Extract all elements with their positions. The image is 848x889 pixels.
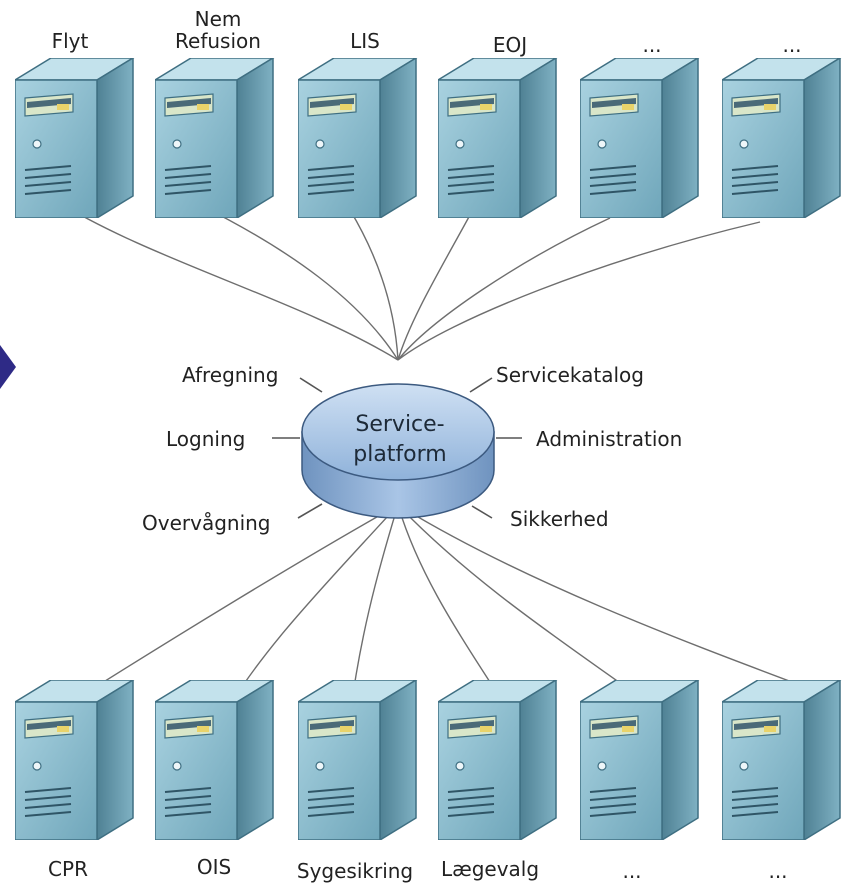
function-label-logning: Logning [166, 427, 246, 451]
top-server-row [15, 58, 841, 218]
server-icon [722, 58, 841, 218]
service-platform-hub [301, 383, 495, 519]
server-icon [580, 680, 699, 840]
server-icon [155, 58, 274, 218]
server-icon [15, 58, 134, 218]
server-label-eoj: EOJ [492, 33, 528, 57]
server-icon [155, 680, 274, 840]
left-arrow-tip-icon [0, 345, 16, 389]
function-label-overvaagning: Overvågning [142, 511, 271, 535]
server-label-ois: OIS [196, 855, 232, 879]
server-icon [298, 58, 417, 218]
server-icon [438, 58, 557, 218]
server-label-more-4: ... [768, 859, 788, 883]
server-label-cpr: CPR [48, 857, 88, 881]
server-icon [438, 680, 557, 840]
server-icon [15, 680, 134, 840]
server-label-laegevalg: Lægevalg [440, 857, 540, 881]
server-icon [580, 58, 699, 218]
server-label-more-3: ... [622, 859, 642, 883]
function-label-administration: Administration [536, 427, 683, 451]
hub-label-line-1: Service- [355, 412, 445, 437]
server-label-flyt: Flyt [51, 29, 89, 53]
server-label-sygesikring: Sygesikring [296, 859, 414, 883]
hub-label: Service- platform [320, 410, 480, 470]
function-label-servicekatalog: Servicekatalog [496, 363, 644, 387]
server-icon [298, 680, 417, 840]
bottom-server-row [15, 680, 841, 840]
function-label-sikkerhed: Sikkerhed [510, 507, 609, 531]
server-icon [722, 680, 841, 840]
server-label-more-2: ... [782, 33, 802, 57]
top-connectors [54, 199, 761, 361]
server-label-lis: LIS [350, 29, 380, 53]
server-label-more-1: ... [642, 33, 662, 57]
function-ticks [272, 377, 522, 519]
function-label-afregning: Afregning [182, 363, 279, 387]
hub-label-line-2: platform [353, 442, 447, 467]
